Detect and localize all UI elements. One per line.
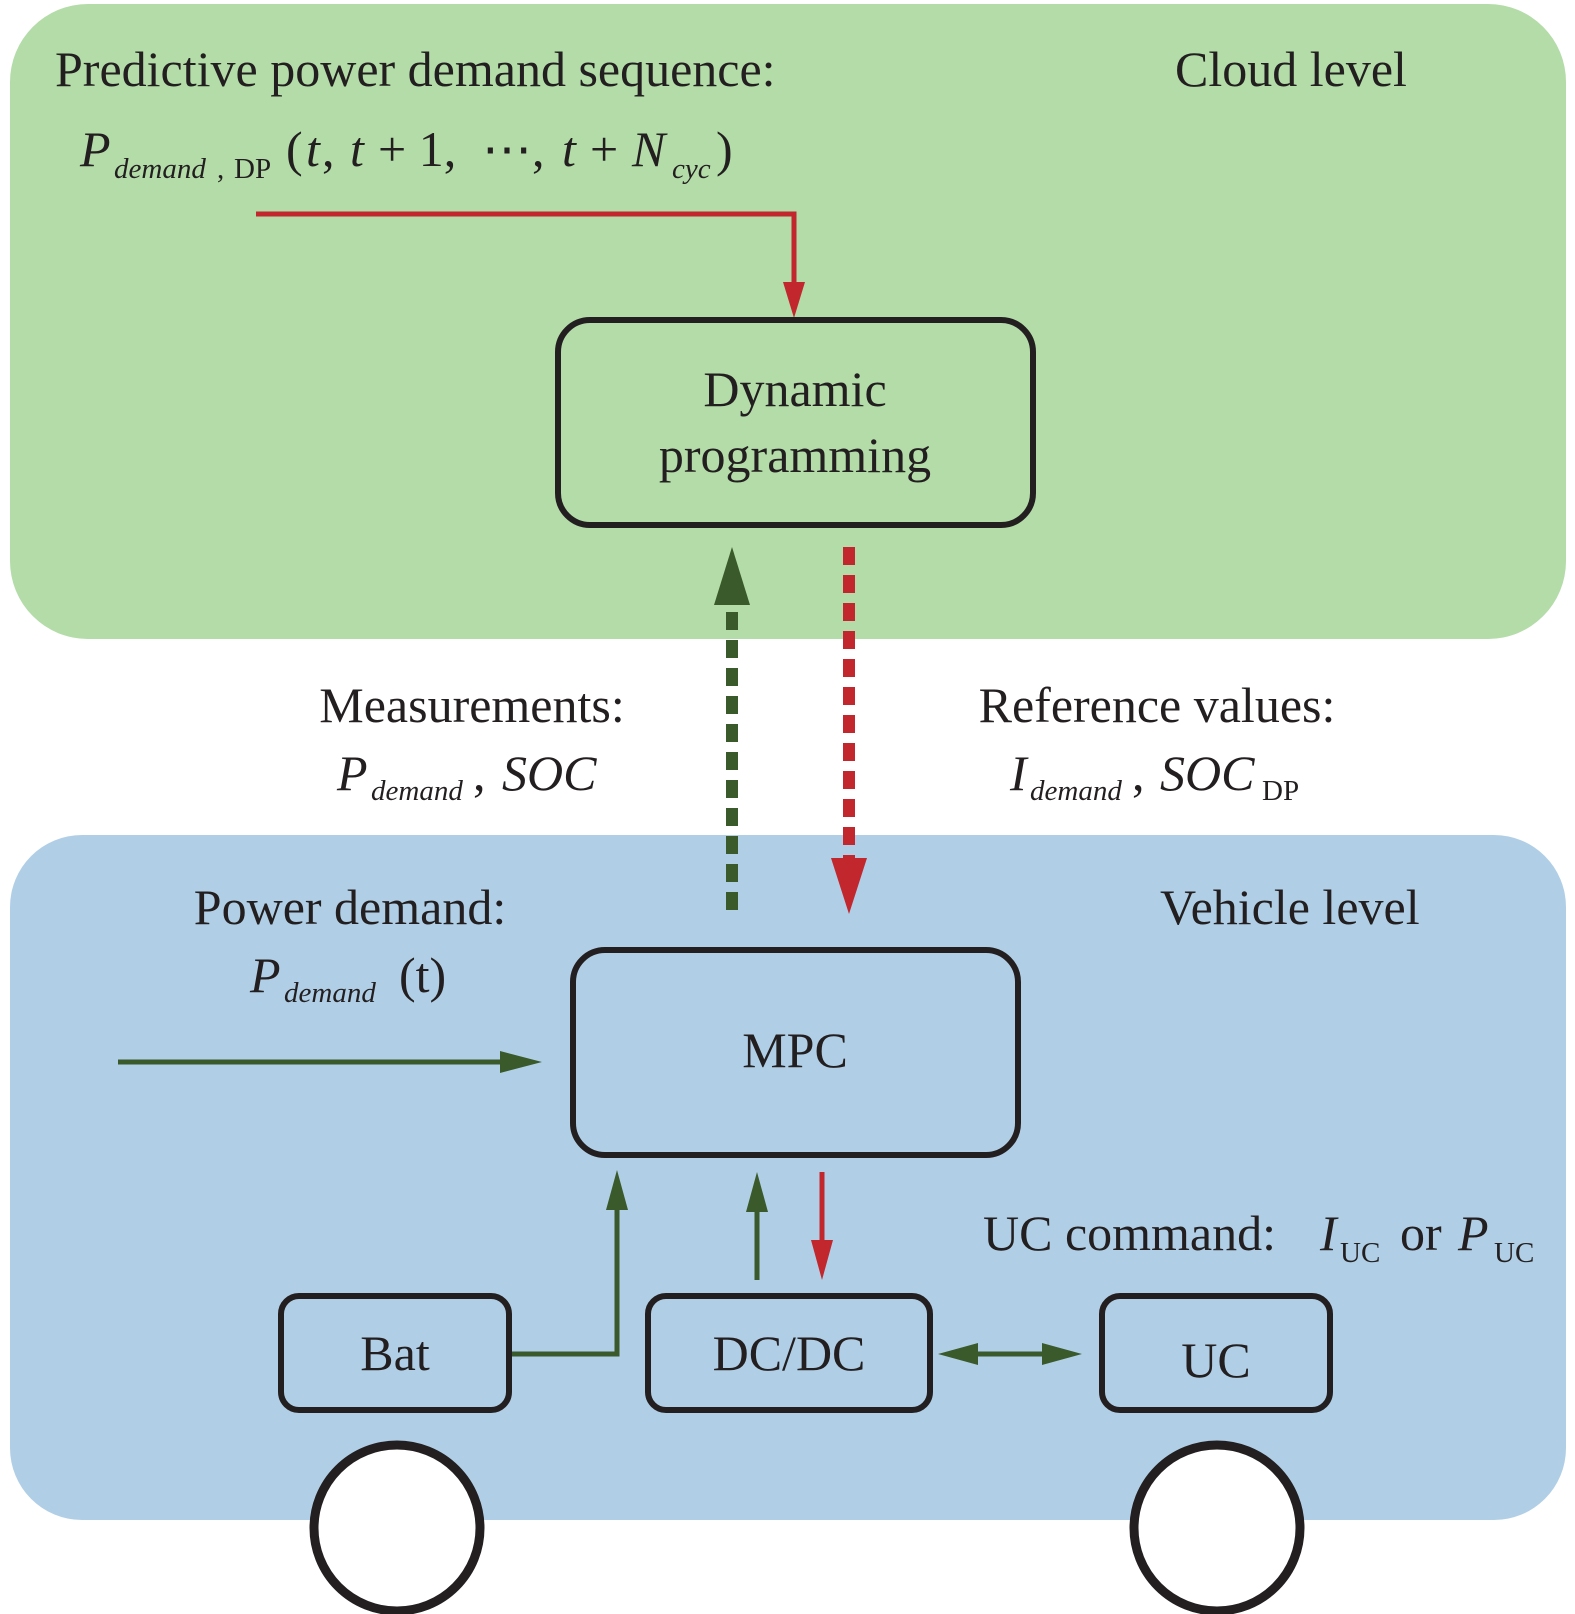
vehicle-level-panel	[10, 835, 1566, 1520]
predictive-sequence-formula: P demand , DP ( t , t + 1, ⋯, t + N cyc …	[79, 121, 733, 185]
uc-command-or: or	[1400, 1205, 1442, 1261]
sequence-to-dp-arrow	[256, 211, 797, 300]
formula-n: N	[631, 121, 668, 177]
reference-i-subscript: demand	[1030, 775, 1122, 807]
power-demand-p: P	[249, 947, 281, 1003]
formula-t3: t	[562, 121, 577, 177]
formula-t2: t	[350, 121, 365, 177]
power-demand-formula: P demand (t)	[249, 947, 446, 1009]
formula-plus-one: + 1,	[378, 121, 456, 177]
right-wheel	[1129, 1440, 1305, 1614]
power-demand-arrowhead	[500, 1051, 542, 1073]
formula-close-paren: )	[716, 121, 733, 177]
dcdc-uc-arrowhead-right	[1042, 1343, 1082, 1365]
reference-i: I	[1009, 745, 1029, 801]
reference-soc-subscript: DP	[1262, 775, 1299, 807]
left-wheel	[309, 1440, 485, 1614]
formula-p-subscript-comma: ,	[217, 153, 224, 185]
measurements-p-subscript: demand	[371, 775, 463, 807]
dynamic-programming-box	[555, 317, 1036, 528]
bat-box	[278, 1293, 512, 1413]
vehicle-level-label: Vehicle level	[1160, 879, 1420, 935]
reference-values-formula: I demand , SOC DP	[1009, 745, 1299, 807]
formula-ellipsis: ⋯,	[482, 121, 545, 177]
reference-soc: SOC	[1160, 745, 1255, 801]
mpc-label: MPC	[742, 1022, 848, 1078]
uc-command-label: UC command: I UC or P UC	[983, 1205, 1534, 1269]
formula-p: P	[79, 121, 111, 177]
formula-p-subscript: demand	[114, 153, 206, 185]
reference-arrowhead	[831, 858, 867, 914]
formula-n-subscript: cyc	[672, 153, 711, 185]
uc-label: UC	[1181, 1332, 1250, 1388]
uc-command-i: I	[1319, 1205, 1339, 1261]
formula-comma1: ,	[322, 121, 335, 177]
predictive-sequence-title: Predictive power demand sequence:	[55, 41, 776, 97]
uc-box	[1099, 1293, 1333, 1413]
dcdc-label: DC/DC	[713, 1325, 866, 1381]
dcdc-uc-arrowhead-left	[938, 1343, 978, 1365]
formula-plus2: +	[590, 121, 618, 177]
measurements-soc: SOC	[502, 745, 597, 801]
bat-label: Bat	[360, 1325, 430, 1381]
uc-command-prefix: UC command:	[983, 1205, 1276, 1261]
power-demand-p-subscript: demand	[284, 977, 376, 1009]
power-demand-arg: (t)	[399, 947, 446, 1003]
reference-comma: ,	[1132, 745, 1145, 801]
mpc-to-dcdc-arrowhead	[811, 1240, 833, 1280]
formula-t1: t	[306, 121, 321, 177]
measurements-title: Measurements:	[319, 677, 624, 733]
cloud-level-label: Cloud level	[1175, 41, 1407, 97]
measurements-p: P	[336, 745, 368, 801]
bat-to-mpc-arrow	[508, 1200, 620, 1357]
measurements-formula: P demand , SOC	[336, 745, 597, 807]
formula-open-paren: (	[286, 121, 303, 177]
dcdc-box	[645, 1293, 933, 1413]
measurements-arrowhead	[714, 547, 750, 605]
uc-command-i-subscript: UC	[1340, 1237, 1380, 1269]
measurements-comma: ,	[473, 745, 486, 801]
mpc-box	[570, 947, 1021, 1158]
dcdc-to-mpc-arrowhead	[746, 1172, 768, 1212]
dp-box-line2: programming	[659, 427, 931, 483]
reference-values-title: Reference values:	[979, 677, 1336, 733]
uc-command-p-subscript: UC	[1494, 1237, 1534, 1269]
bat-to-mpc-arrowhead	[606, 1170, 628, 1210]
power-demand-title: Power demand:	[194, 879, 506, 935]
uc-command-p: P	[1457, 1205, 1489, 1261]
sequence-to-dp-arrowhead	[783, 282, 805, 318]
dp-box-line1: Dynamic	[703, 361, 886, 417]
formula-p-subscript-dp: DP	[234, 153, 271, 185]
